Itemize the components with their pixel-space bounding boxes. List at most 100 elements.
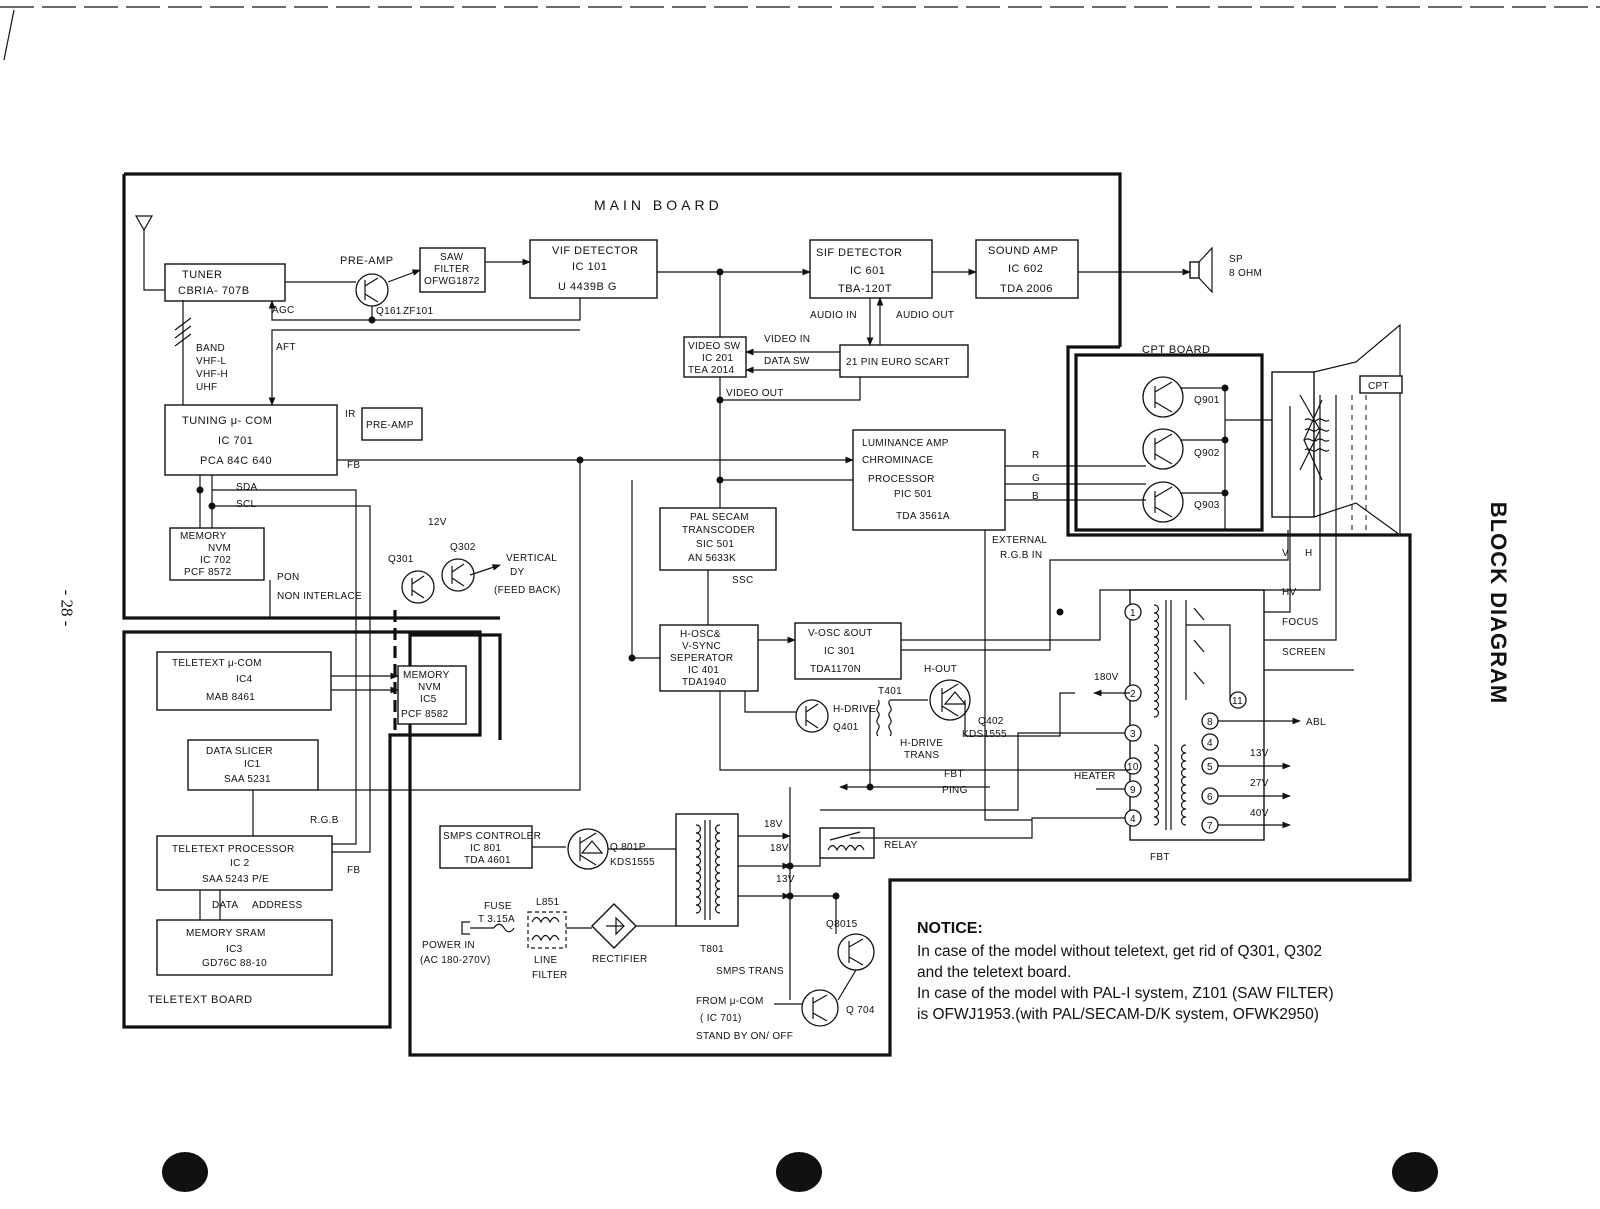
punch-hole-mark [1392,1152,1438,1192]
b-label: B [1032,491,1039,502]
block-line: PAL SECAM [690,512,749,523]
block-line: PRE-AMP [366,420,414,431]
page-number: - 28 - [57,589,77,627]
q902-label: Q902 [1194,448,1220,459]
speaker-icon [1189,246,1213,294]
tuning-mcom-block: TUNING μ- COM IC 701 PCA 84C 640 [164,404,338,476]
heater-label: HEATER [1074,771,1116,782]
saw-filter-block: SAW FILTER OFWG1872 [419,247,486,293]
block-line: CBRIA- 707B [178,285,250,297]
vif-detector-block: VIF DETECTOR IC 101 U 4439B G [529,239,658,299]
block-line: SMPS CONTROLER [443,831,541,842]
memory-nvm-block: MEMORY NVM IC 702 PCF 8572 [169,527,265,581]
block-line: U 4439B G [558,281,617,293]
antenna-icon [134,215,165,291]
q801p-label: Q 801P [610,842,646,853]
external-label: EXTERNAL [992,535,1047,546]
fbt-pin-label: 1 [1130,608,1136,619]
fuse-label: FUSE [484,901,512,912]
fbt-pin-label: 7 [1207,821,1213,832]
punch-hole-mark [162,1152,208,1192]
block-line: IC 201 [702,353,733,364]
block-line: TEA 2014 [688,365,734,376]
block-line: TDA 3561A [896,511,950,522]
q302-label: Q302 [450,542,476,553]
block-line: TRANSCODER [682,525,755,536]
speaker-ohm-label: 8 OHM [1229,268,1262,279]
block-line: PCF 8582 [401,709,449,720]
notice-line: In case of the model without teletext, g… [917,943,1322,960]
fbt-pin-label: 4 [1207,738,1213,749]
block-line: SEPERATOR [670,653,733,664]
data-label: DATA [212,900,238,911]
13v-fbt-label: 13V [1250,748,1269,759]
fbt-transformer [1129,589,1265,841]
junction-dots [196,268,1229,900]
fbt-pin-label: 4 [1130,814,1136,825]
q8015-label: Q8015 [826,919,858,930]
vertical-label: (FEED BACK) [494,585,561,596]
cpt-block: CPT [1359,375,1403,394]
block-line: IC 301 [824,646,855,657]
block-line: SAA 5231 [224,774,271,785]
q161-label: Q161 [376,306,402,317]
cpt-board-label: CPT BOARD [1142,344,1210,356]
band-label: UHF [196,382,217,393]
block-line: IC 801 [470,843,501,854]
fbt-label: FBT [1150,852,1170,863]
rgb-label: R.G.B [310,815,339,826]
speaker-label: SP [1229,254,1243,265]
h-osc-block: H-OSC& V-SYNC SEPERATOR IC 401 TDA1940 [659,624,759,692]
q401-transistor [795,699,829,733]
notice-heading: NOTICE: [917,920,983,937]
v-label: V [1282,548,1289,559]
h-drive-trans-label: H-DRIVE [900,738,943,749]
relay-block [819,827,875,859]
fbt-pin-4b [1201,733,1219,751]
fbt-pin-label: 11 [1232,696,1243,707]
fbt-pin-1 [1124,603,1142,621]
scl-label: SCL [236,499,256,510]
27v-label: 27V [1250,778,1269,789]
power-plug-icon [461,921,515,935]
q903-transistor [1142,481,1184,523]
q301-label: Q301 [388,554,414,565]
q8015-transistor [837,933,875,971]
aft-label: AFT [276,342,296,353]
block-line: IC 2 [230,858,250,869]
video-in-label: VIDEO IN [764,334,810,345]
18v-label: 18V [770,843,789,854]
h-drive-label: H-DRIVE [833,704,876,715]
block-line: CHROMINACE [862,455,933,466]
block-line: H-OSC& [680,629,721,640]
block-line: GD76C 88-10 [202,958,267,969]
teletext-board-label: TELETEXT BOARD [148,994,253,1006]
block-line: TUNING μ- COM [182,415,272,427]
line-filter-label: LINE [534,955,557,966]
band-bus-marker [174,300,192,410]
block-line: IC1 [244,759,261,770]
h-out-label: H-OUT [924,664,957,675]
focus-label: FOCUS [1282,617,1319,628]
address-label: ADDRESS [252,900,302,911]
punch-hole-mark [776,1152,822,1192]
band-label: BAND [196,343,225,354]
q402-label: KDS1555 [962,729,1007,740]
main-board-label: MAIN BOARD [594,197,723,213]
signal-wires [199,258,1354,1005]
euro-scart-block: 21 PIN EURO SCART [839,344,969,378]
rectifier-icon [591,903,637,949]
block-line: LUMINANCE AMP [862,438,949,449]
main-board-edge [408,345,1412,1057]
block-line: MEMORY SRAM [186,928,266,939]
block-line: SAA 5243 P/E [202,874,269,885]
block-line: VIDEO SW [688,341,741,352]
block-line: TDA1940 [682,677,726,688]
block-line: MEMORY [180,531,227,542]
from-mcom-label: FROM μ-COM [696,996,764,1007]
block-line: SIF DETECTOR [816,247,902,259]
fb-label: FB [347,460,360,471]
block-line: IC 701 [218,435,253,447]
band-label: VHF-L [196,356,227,367]
block-line: IC 702 [200,555,231,566]
